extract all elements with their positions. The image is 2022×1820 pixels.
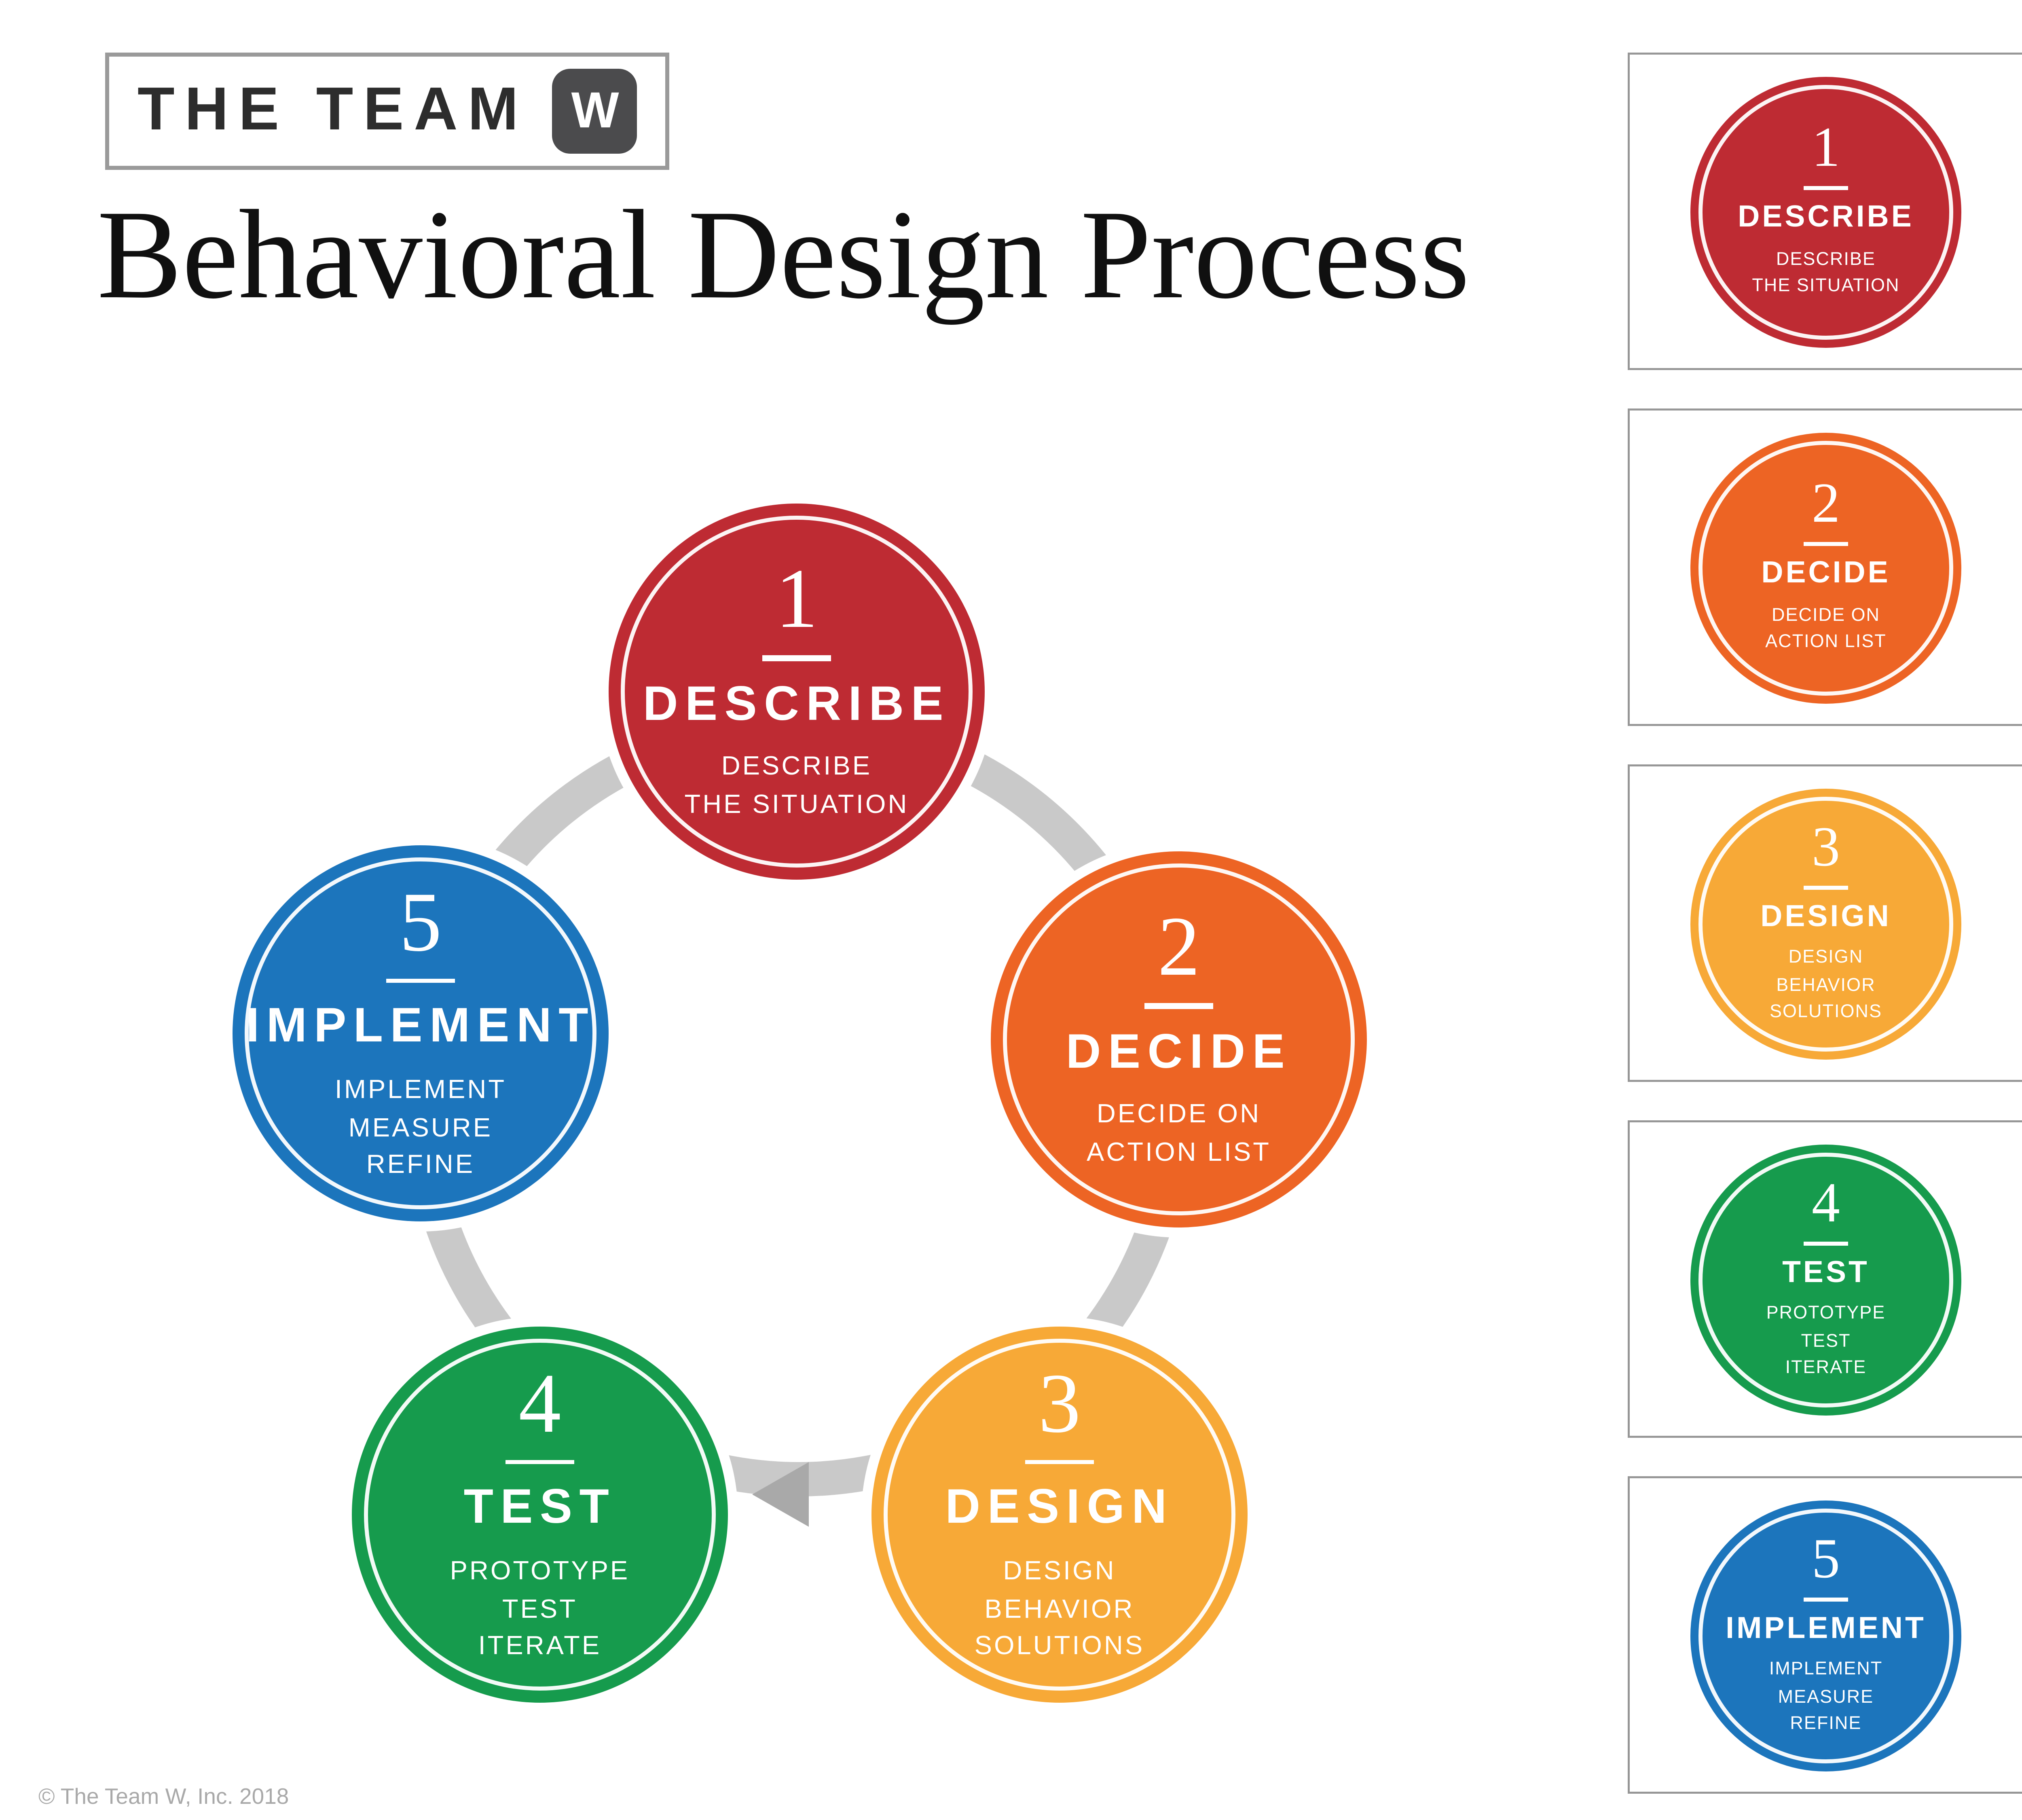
- step-number: 5: [1811, 1528, 1840, 1591]
- step-badge-circle: 4 TEST PROTOTYPE TEST ITERATE: [1690, 1143, 1961, 1415]
- step-label: DESIGN: [1760, 899, 1891, 933]
- step-badge-content: 1 DESCRIBE DESCRIBE THE SITUATION: [1738, 118, 1914, 301]
- step-detail-box: 1 DESCRIBE DESCRIBE THE SITUATION 1.1 Ge…: [1628, 53, 2022, 370]
- step-item-list: 3.1. Match action list with possible too…: [1961, 854, 2022, 992]
- process-step-circle-content: 4 TEST PROTOTYPE TEST ITERATE: [450, 1363, 630, 1667]
- cycle-direction-arrow-icon: [752, 1462, 809, 1527]
- step-badge-content: 3 DESIGN DESIGN BEHAVIOR SOLUTIONS: [1760, 816, 1891, 1026]
- process-step-circle-content: 3 DESIGN DESIGN BEHAVIOR SOLUTIONS: [945, 1363, 1174, 1667]
- step-item-list: 1.1 Get all true facts 1.2 Identify targ…: [1961, 70, 2022, 352]
- step-item-list: 4.1. Prototype projects/initiatives 4.2.…: [1961, 1210, 2022, 1348]
- step-number: 3: [1812, 816, 1840, 879]
- process-step-circle-content: 5 IMPLEMENT IMPLEMENT MEASURE REFINE: [246, 881, 595, 1185]
- step-number-underline: [1804, 186, 1848, 191]
- step-number: 1: [775, 554, 818, 648]
- step-badge-circle: 5 IMPLEMENT IMPLEMENT MEASURE REFINE: [1690, 1499, 1961, 1771]
- team-w-logo: THE TEAM W: [105, 53, 670, 170]
- logo-w-mark: W: [552, 69, 638, 154]
- logo-text: THE TEAM: [137, 77, 529, 144]
- step-badge-content: 5 IMPLEMENT IMPLEMENT MEASURE REFINE: [1726, 1528, 1926, 1738]
- step-sublabel: IMPLEMENT MEASURE REFINE: [1769, 1658, 1883, 1733]
- step-number: 4: [518, 1358, 561, 1452]
- step-badge-circle: 3 DESIGN DESIGN BEHAVIOR SOLUTIONS: [1690, 787, 1961, 1059]
- step-badge-content: 2 DECIDE DECIDE ON ACTION LIST: [1761, 474, 1891, 657]
- process-step-circle: 4 TEST PROTOTYPE TEST ITERATE: [352, 1327, 728, 1703]
- page-title: Behavioral Design Process: [97, 184, 1470, 326]
- process-step-circle: 1 DESCRIBE DESCRIBE THE SITUATION: [609, 504, 985, 880]
- step-label: DESCRIBE: [1738, 201, 1914, 235]
- step-sublabel: DESIGN BEHAVIOR SOLUTIONS: [1769, 946, 1882, 1021]
- process-step-circle: 3 DESIGN DESIGN BEHAVIOR SOLUTIONS: [871, 1327, 1248, 1703]
- step-label: TEST: [463, 1481, 616, 1536]
- step-number-underline: [1144, 1003, 1213, 1009]
- step-detail-box: 4 TEST PROTOTYPE TEST ITERATE 4.1. Proto…: [1628, 1120, 2022, 1438]
- step-label: DESCRIBE: [643, 677, 951, 732]
- step-number-underline: [386, 978, 455, 984]
- step-number-underline: [762, 656, 831, 661]
- step-sublabel: DESIGN BEHAVIOR SOLUTIONS: [974, 1554, 1145, 1661]
- step-detail-box: 3 DESIGN DESIGN BEHAVIOR SOLUTIONS 3.1. …: [1628, 764, 2022, 1082]
- step-badge-circle: 1 DESCRIBE DESCRIBE THE SITUATION: [1690, 76, 1961, 347]
- step-label: IMPLEMENT: [1726, 1610, 1926, 1645]
- step-number: 5: [399, 877, 442, 970]
- step-label: IMPLEMENT: [245, 999, 596, 1054]
- process-step-circle-content: 2 DECIDE DECIDE ON ACTION LIST: [1066, 906, 1292, 1172]
- step-sublabel: DESCRIBE THE SITUATION: [1752, 248, 1900, 296]
- step-number-underline: [505, 1459, 574, 1465]
- step-detail-box: 5 IMPLEMENT IMPLEMENT MEASURE REFINE 5.1…: [1628, 1476, 2022, 1794]
- step-number-underline: [1803, 1240, 1848, 1245]
- step-number: 2: [1812, 474, 1840, 537]
- step-sublabel: DECIDE ON ACTION LIST: [1087, 1098, 1271, 1167]
- step-item-list: 5.1. Implement solutions 5.2. Place cont…: [1961, 1542, 2022, 1728]
- step-sublabel: IMPLEMENT MEASURE REFINE: [334, 1073, 507, 1180]
- step-label: DECIDE: [1761, 557, 1891, 591]
- step-number: 3: [1038, 1358, 1081, 1452]
- step-sublabel: PROTOTYPE TEST ITERATE: [450, 1554, 630, 1661]
- step-detail-box: 2 DECIDE DECIDE ON ACTION LIST 2.1. Agre…: [1628, 408, 2022, 726]
- step-label: TEST: [1782, 1255, 1870, 1289]
- step-label: DESIGN: [945, 1481, 1174, 1536]
- steps-panel: 1 DESCRIBE DESCRIBE THE SITUATION 1.1 Ge…: [1628, 53, 2022, 1794]
- step-number-underline: [1804, 542, 1848, 547]
- step-number-underline: [1025, 1459, 1094, 1465]
- step-number-underline: [1804, 885, 1848, 889]
- step-number: 4: [1811, 1172, 1840, 1235]
- copyright: © The Team W, Inc. 2018: [38, 1786, 289, 1810]
- step-badge-circle: 2 DECIDE DECIDE ON ACTION LIST: [1690, 432, 1961, 703]
- process-step-circle: 2 DECIDE DECIDE ON ACTION LIST: [991, 851, 1367, 1227]
- step-item-list: 2.1. Agree on ideal behavioral outcomes …: [1961, 450, 2022, 684]
- step-sublabel: DECIDE ON ACTION LIST: [1765, 604, 1887, 652]
- step-label: DECIDE: [1066, 1024, 1292, 1079]
- step-sublabel: PROTOTYPE TEST ITERATE: [1766, 1302, 1886, 1377]
- step-number-underline: [1803, 1596, 1848, 1601]
- process-step-circle: 5 IMPLEMENT IMPLEMENT MEASURE REFINE: [233, 845, 609, 1221]
- step-number: 1: [1812, 118, 1840, 181]
- step-badge-content: 4 TEST PROTOTYPE TEST ITERATE: [1766, 1172, 1886, 1382]
- process-step-circle-content: 1 DESCRIBE DESCRIBE THE SITUATION: [643, 559, 950, 825]
- step-number: 2: [1157, 902, 1200, 996]
- step-sublabel: DESCRIBE THE SITUATION: [684, 750, 909, 819]
